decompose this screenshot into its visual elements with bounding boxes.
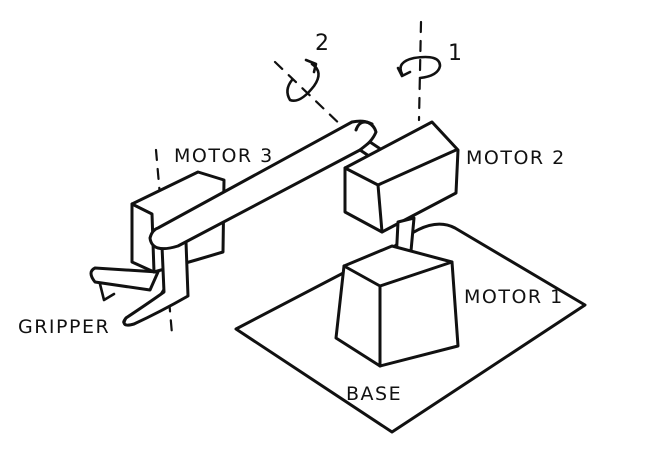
axis-1-label: 1	[448, 41, 462, 66]
arm-joint-2-ring	[354, 120, 374, 132]
gripper-finger-bottom-arrow	[98, 282, 116, 302]
base-label: BASE	[346, 383, 402, 405]
motor-1-label: MOTOR 1	[464, 286, 564, 308]
axis-2-rotation-arrow	[286, 62, 320, 102]
motor-2-block-edge	[343, 148, 458, 234]
motor-3-block-edge	[130, 202, 156, 274]
axis-1-rotation-arrow	[399, 55, 442, 80]
motor-2-block	[343, 120, 460, 234]
motor-2-label: MOTOR 2	[466, 147, 566, 169]
motor-1-block-edge	[342, 260, 454, 368]
axis-2-arrowhead	[304, 58, 318, 74]
motor-3-label: MOTOR 3	[174, 145, 274, 167]
motor-1-block	[334, 244, 460, 368]
gripper-finger-top	[89, 266, 160, 292]
axis-2-label: 2	[315, 31, 329, 56]
gripper-label: GRIPPER	[18, 316, 110, 338]
axis-2-line	[273, 60, 374, 157]
gripper-body	[122, 240, 190, 327]
axis-1-arrowhead	[396, 66, 412, 78]
axis-1-line	[417, 20, 423, 122]
